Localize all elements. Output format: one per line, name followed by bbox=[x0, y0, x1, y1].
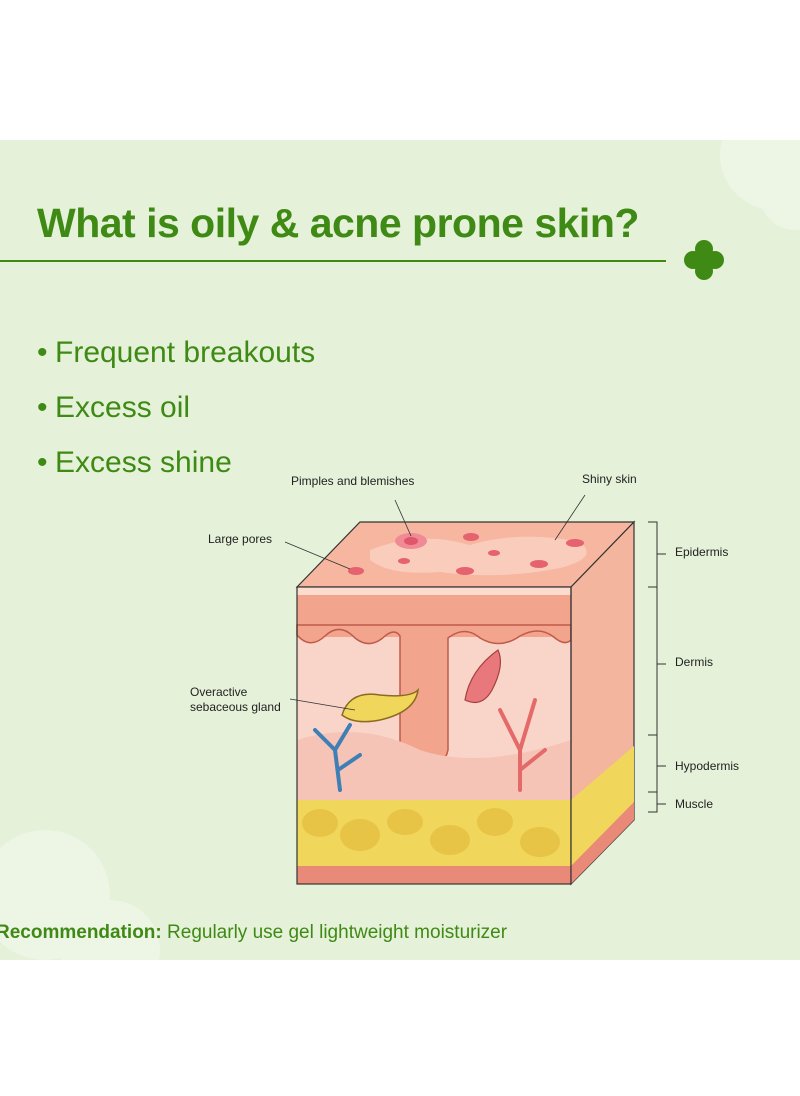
list-item: •Excess shine bbox=[37, 446, 232, 479]
label-large-pores: Large pores bbox=[208, 532, 272, 546]
list-item: •Excess oil bbox=[37, 391, 191, 424]
right-muscle-base bbox=[571, 802, 634, 884]
vein-blue bbox=[313, 723, 362, 792]
pore bbox=[463, 533, 479, 541]
bullet-text: Frequent breakouts bbox=[55, 336, 316, 369]
fat-cell bbox=[520, 827, 560, 857]
medical-plus-icon bbox=[684, 240, 724, 280]
right-muscle-face bbox=[571, 746, 634, 866]
fat-cell bbox=[430, 825, 470, 855]
fat-cell bbox=[387, 809, 423, 835]
pore bbox=[488, 550, 500, 556]
pore bbox=[530, 560, 548, 568]
hypodermis-band bbox=[297, 732, 571, 800]
cube-front-outline bbox=[296, 586, 572, 885]
pore bbox=[566, 539, 584, 547]
page-title: What is oily & acne prone skin? bbox=[37, 200, 639, 246]
label-shiny: Shiny skin bbox=[582, 472, 637, 486]
leader-line bbox=[289, 698, 356, 711]
content-panel: What is oily & acne prone skin? •Frequen… bbox=[0, 140, 800, 960]
label-pimples: Pimples and blemishes bbox=[291, 474, 414, 488]
symptom-list: •Frequent breakouts •Excess oil •Excess … bbox=[37, 335, 315, 500]
recommendation: Recommendation: Regularly use gel lightw… bbox=[0, 922, 507, 944]
sebaceous-gland bbox=[341, 687, 420, 723]
leader-line bbox=[284, 541, 351, 570]
label-muscle: Muscle bbox=[675, 797, 713, 811]
pimple bbox=[404, 537, 418, 545]
fat-cell bbox=[302, 809, 338, 837]
label-gland-line2: sebaceous gland bbox=[190, 700, 281, 714]
vessel-red bbox=[498, 698, 547, 792]
pore bbox=[348, 567, 364, 575]
epidermis-highlight bbox=[297, 587, 571, 595]
bullet-text: Excess oil bbox=[55, 391, 191, 424]
layer-brackets bbox=[648, 521, 658, 813]
leader-line bbox=[554, 494, 586, 541]
label-epidermis: Epidermis bbox=[675, 545, 728, 559]
muscle-base bbox=[297, 866, 571, 884]
pore bbox=[398, 558, 410, 564]
list-item: •Frequent breakouts bbox=[37, 336, 316, 369]
pore bbox=[456, 567, 474, 575]
label-gland-line1: Overactive bbox=[190, 685, 248, 699]
title-underline bbox=[0, 260, 666, 262]
recommendation-label: Recommendation: bbox=[0, 922, 162, 943]
recommendation-text: Regularly use gel lightweight moisturize… bbox=[167, 922, 508, 943]
fat-cell bbox=[477, 808, 513, 836]
muscle-fiber bbox=[464, 649, 502, 703]
bullet-text: Excess shine bbox=[55, 446, 232, 479]
label-dermis: Dermis bbox=[675, 655, 713, 669]
skin-diagram: Pimples and blemishes Shiny skin Large p… bbox=[190, 472, 739, 886]
label-hypodermis: Hypodermis bbox=[675, 759, 739, 773]
fat-cell bbox=[340, 819, 380, 851]
leader-line bbox=[394, 499, 412, 537]
